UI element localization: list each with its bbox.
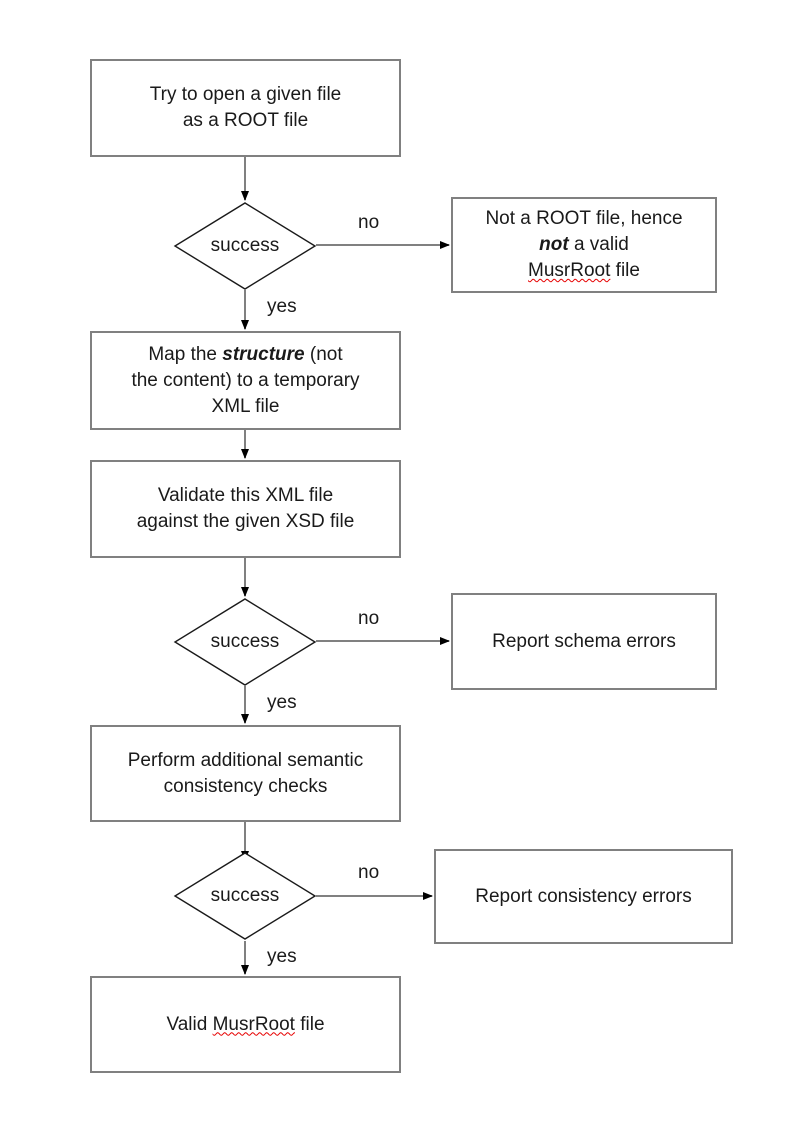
- not-root-line-3-tail: file: [610, 260, 640, 281]
- open-root-line-2: as a ROOT file: [182, 110, 309, 131]
- valid-head: Valid: [166, 1013, 213, 1035]
- valid-spellcheck-word: MusrRoot: [212, 1013, 295, 1035]
- map-line-1-tail: (not: [304, 343, 343, 365]
- edge-label-no-1: no: [358, 212, 380, 233]
- map-emphasis: structure: [222, 343, 305, 365]
- semantic-line-2: consistency checks: [163, 775, 328, 797]
- diamond-shape-3: [173, 852, 317, 940]
- edge-label-yes-2: yes: [267, 692, 297, 713]
- edge-label-no-2: no: [358, 608, 380, 629]
- map-line-3: XML file: [211, 395, 280, 417]
- node-not-a-root-file-text: Not a ROOT file, hence not a valid MusrR…: [459, 206, 709, 284]
- not-root-emphasis: not: [539, 234, 569, 255]
- node-report-consistency-errors-text: Report consistency errors: [475, 885, 692, 907]
- node-success-decision-1[interactable]: success: [173, 202, 317, 290]
- node-semantic-checks-text: Perform additional semantic consistency …: [98, 748, 393, 800]
- node-report-consistency-errors[interactable]: Report consistency errors: [434, 849, 733, 944]
- node-map-structure-text: Map the structure (not the content) to a…: [98, 342, 393, 420]
- edge-label-yes-1: yes: [267, 296, 297, 317]
- node-validate-xml-text: Validate this XML file against the given…: [98, 483, 393, 535]
- map-line-1-head: Map the: [148, 343, 223, 365]
- diamond-shape-2: [173, 598, 317, 686]
- valid-tail: file: [294, 1013, 325, 1035]
- node-map-structure[interactable]: Map the structure (not the content) to a…: [90, 331, 401, 430]
- node-success-decision-2[interactable]: success: [173, 598, 317, 686]
- not-root-spellcheck-word: MusrRoot: [528, 260, 611, 281]
- success-decision-2-label: success: [210, 631, 280, 652]
- map-line-2: the content) to a temporary: [131, 369, 360, 391]
- success-decision-1-label: success: [210, 235, 280, 256]
- node-valid-musrroot-file-text: Valid MusrRoot file: [98, 1012, 393, 1038]
- node-report-schema-errors[interactable]: Report schema errors: [451, 593, 717, 690]
- diamond-shape-1: [173, 202, 317, 290]
- node-report-schema-errors-text: Report schema errors: [492, 630, 676, 652]
- edge-label-no-3: no: [358, 862, 380, 883]
- validate-line-2: against the given XSD file: [136, 511, 355, 532]
- not-root-line-2-tail: a valid: [568, 234, 629, 255]
- success-decision-3-label: success: [210, 885, 280, 906]
- node-open-root-file[interactable]: Try to open a given file as a ROOT file: [90, 59, 401, 157]
- node-semantic-checks[interactable]: Perform additional semantic consistency …: [90, 725, 401, 822]
- semantic-line-1: Perform additional semantic: [127, 749, 364, 771]
- node-not-a-root-file[interactable]: Not a ROOT file, hence not a valid MusrR…: [451, 197, 717, 293]
- node-open-root-file-text: Try to open a given file as a ROOT file: [98, 82, 393, 134]
- validate-line-1: Validate this XML file: [157, 485, 334, 506]
- not-root-line-1: Not a ROOT file, hence: [485, 208, 683, 229]
- node-validate-xml[interactable]: Validate this XML file against the given…: [90, 460, 401, 558]
- node-valid-musrroot-file[interactable]: Valid MusrRoot file: [90, 976, 401, 1073]
- node-success-decision-3[interactable]: success: [173, 852, 317, 940]
- open-root-line-1: Try to open a given file: [149, 84, 342, 105]
- edge-label-yes-3: yes: [267, 946, 297, 967]
